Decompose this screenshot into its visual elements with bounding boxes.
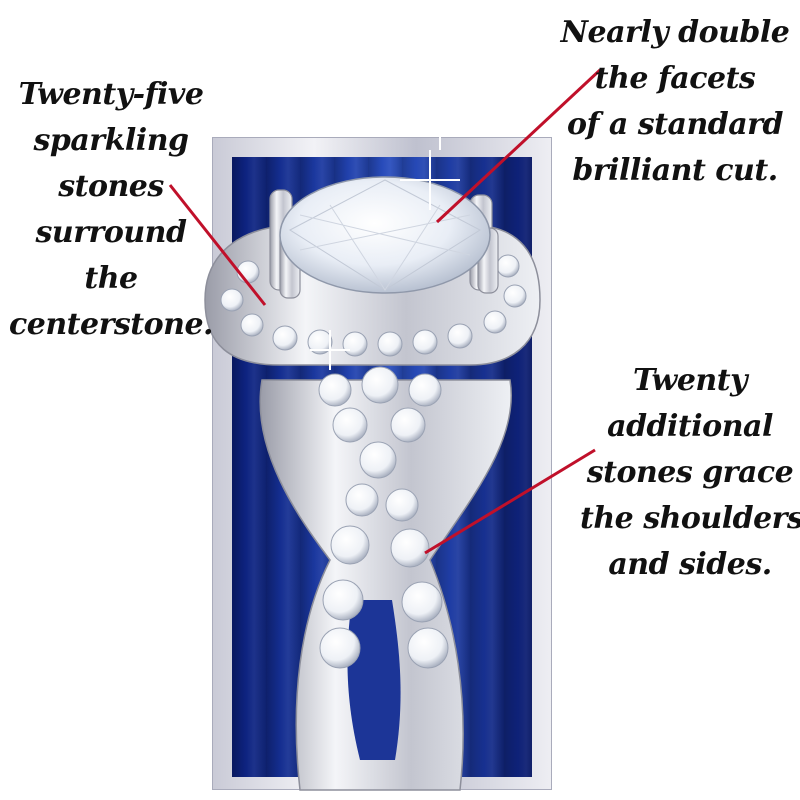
- callout-line: brilliant cut.: [572, 153, 778, 188]
- callout-line: surround: [35, 215, 187, 250]
- leader-line-facets: [435, 68, 602, 224]
- callout-line: the shoulders: [580, 501, 800, 536]
- callout-line: of a standard: [567, 107, 783, 142]
- leader-line-halo: [168, 184, 267, 306]
- callout-line: stones grace: [586, 455, 794, 490]
- callout-facets: Nearly double the facets of a standard b…: [560, 10, 790, 194]
- callout-line: Nearly double: [560, 15, 790, 50]
- callout-line: Twenty-five: [18, 77, 204, 112]
- callout-line: and sides.: [608, 547, 772, 582]
- sparkles: [310, 120, 460, 370]
- callout-line: stones: [58, 169, 164, 204]
- halo-stones: [220, 254, 527, 357]
- center-stone: [279, 176, 491, 294]
- leader-line-shoulders: [424, 448, 596, 555]
- shoulder-stones: [318, 366, 449, 669]
- callout-line: the: [84, 261, 138, 296]
- shank-gap: [347, 600, 401, 760]
- callout-line: sparkling: [33, 123, 189, 158]
- callout-line: Twenty: [632, 363, 748, 398]
- callout-line: centerstone.: [8, 307, 214, 342]
- ring-shank: [259, 379, 512, 791]
- callout-shoulder-stones: Twenty additional stones grace the shoul…: [580, 358, 800, 588]
- callout-halo-stones: Twenty-five sparkling stones surround th…: [6, 72, 216, 348]
- callout-line: the facets: [594, 61, 756, 96]
- callout-line: additional: [607, 409, 773, 444]
